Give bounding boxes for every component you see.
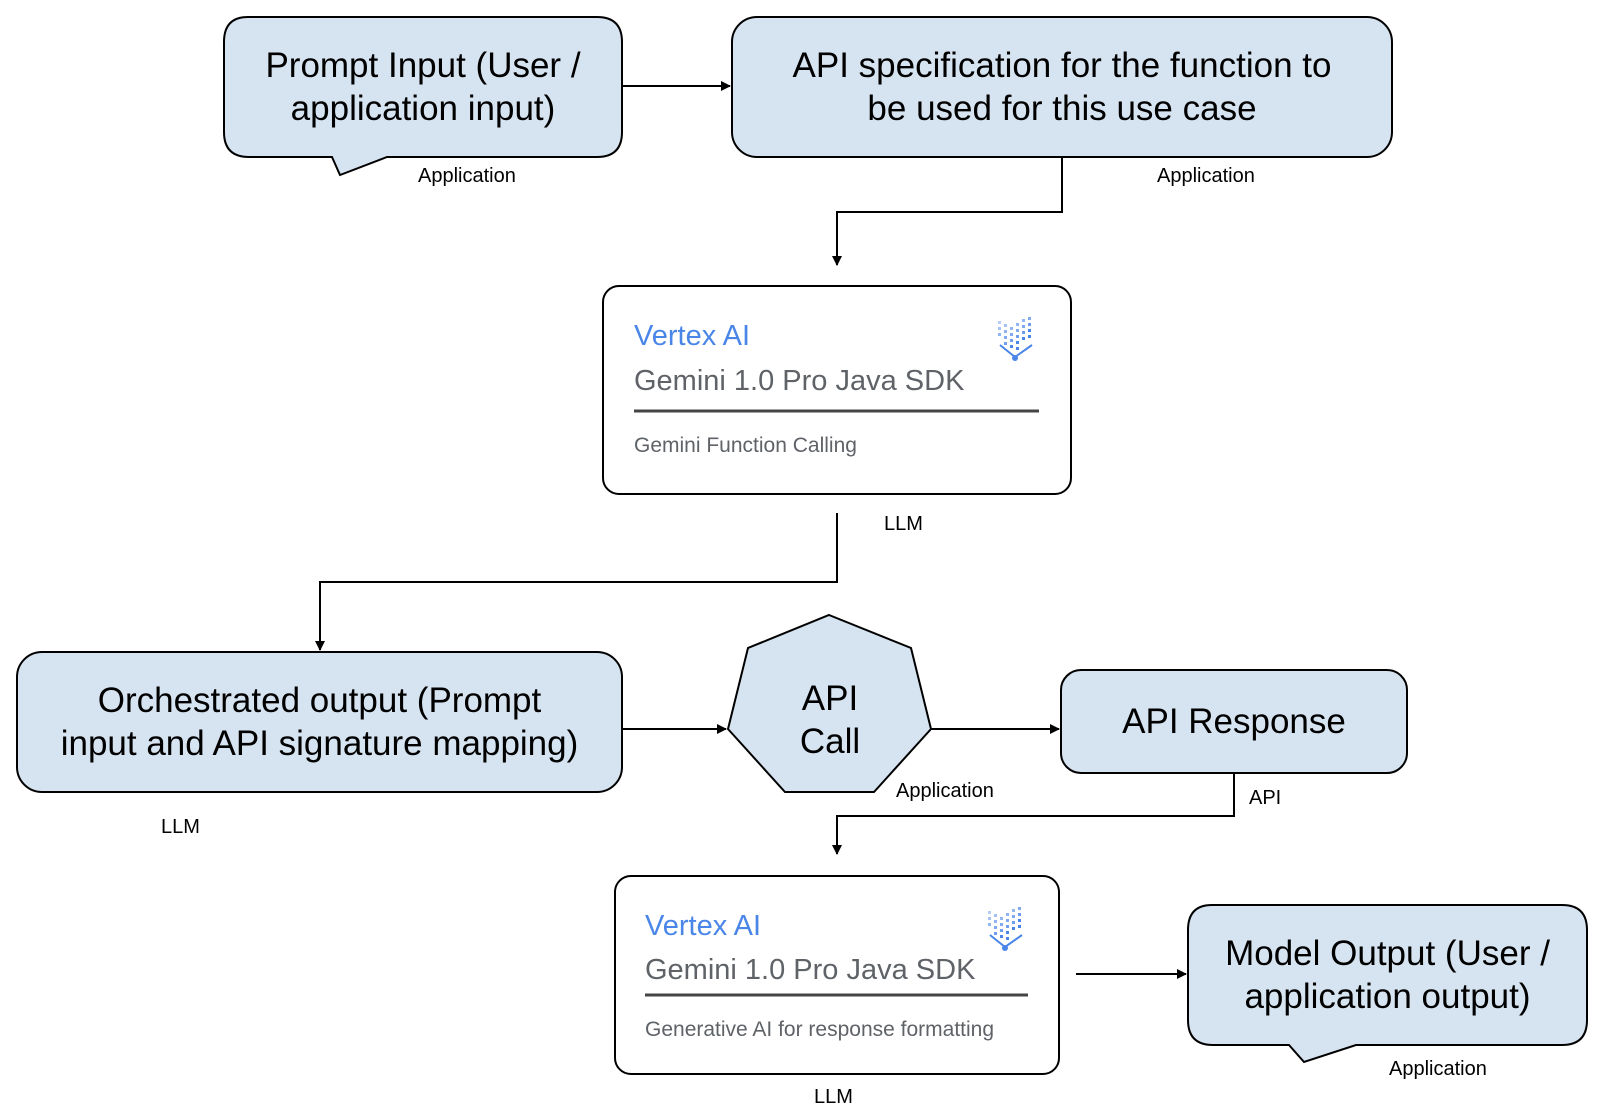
arrow-spec-to-vertex1 — [832, 157, 1063, 266]
model-output-box — [1187, 904, 1588, 1064]
api-call-tag: Application — [896, 780, 994, 802]
api-spec-tag: Application — [1157, 165, 1255, 187]
prompt-input-tag: Application — [418, 165, 516, 187]
vertex-ai-logo-icon — [998, 317, 1033, 361]
vertex-card-1 — [602, 285, 1072, 495]
arrow-response-to-vertex2 — [832, 773, 1235, 855]
vertex-card-2-tag: LLM — [814, 1086, 853, 1108]
api-call-heptagon — [726, 613, 933, 793]
arrow-vertex1-to-orchestrated — [315, 513, 838, 651]
model-output-label: Model Output (User / application output) — [1225, 934, 1550, 1016]
vertex-card-2-description: Generative AI for response formatting — [645, 1018, 995, 1041]
prompt-input-box — [223, 16, 623, 177]
orchestrated-output-box — [16, 651, 623, 793]
prompt-input-label: Prompt Input (User / application input) — [265, 46, 581, 128]
orchestrated-output-label: Orchestrated output (Prompt input and AP… — [60, 681, 579, 763]
vertex-ai-logo-icon — [988, 907, 1023, 951]
vertex-card-2 — [614, 875, 1060, 1075]
vertex-card-2-product: Gemini 1.0 Pro Java SDK — [645, 954, 976, 986]
vertex-card-1-title: Vertex AI — [634, 320, 751, 352]
api-call-label: API Call — [799, 679, 861, 761]
api-response-tag: API — [1249, 787, 1282, 809]
orchestrated-output-tag: LLM — [161, 816, 200, 838]
vertex-card-1-description: Gemini Function Calling — [634, 434, 857, 457]
vertex-card-1-product: Gemini 1.0 Pro Java SDK — [634, 365, 965, 397]
model-output-tag: Application — [1389, 1058, 1487, 1080]
vertex-card-1-tag: LLM — [884, 513, 923, 535]
vertex-card-2-title: Vertex AI — [645, 910, 762, 942]
api-response-label: API Response — [1122, 702, 1346, 741]
api-spec-label: API specification for the function to be… — [792, 46, 1332, 128]
